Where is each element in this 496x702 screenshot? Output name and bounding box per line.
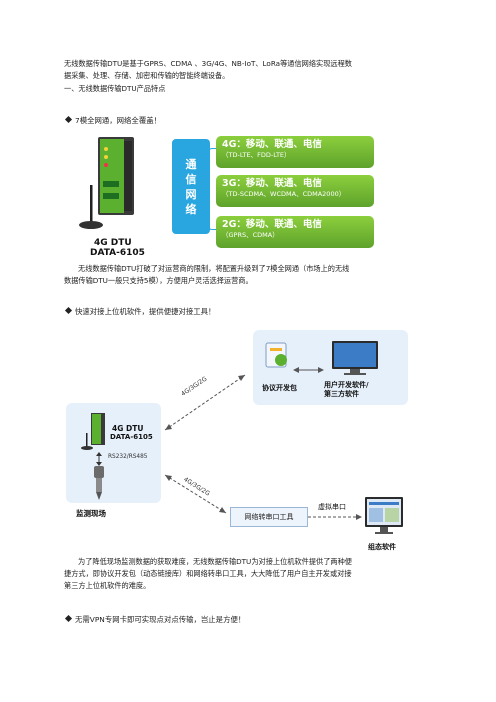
sensor-head [94,466,104,478]
link-to-software [164,374,246,431]
monitor-stand [350,369,360,373]
site-dtu-line-1: 4G DTU [112,424,144,433]
screen-bar [369,502,399,505]
double-arrow-icon [96,452,102,466]
user-software-line-1: 用户开发软件/ [324,381,369,389]
monitor-icon [332,341,378,375]
device-label-line-2: DATA-6105 [90,248,145,258]
feature-1-para-line-1: 无线数据传输DTU打破了对运营商的限制，将配置升级到了7模全网通（市场上的无线 [78,264,350,273]
arrow-head-icon [165,475,172,481]
option-detail: （GPRS、CDMA） [222,231,279,239]
sdk-label: 协议开发包 [262,384,297,392]
net-to-serial-tool-box: 网络转串口工具 [230,507,308,527]
option-title: 2G：移动、联通、电信 [222,219,322,230]
status-led-icon [104,147,108,151]
arrow-head-up [96,452,102,456]
device-label-line-1: 4G DTU [94,238,132,248]
intro-line-1: 无线数据传输DTU是基于GPRS、CDMA 、3G/4G、NB-IoT、LoRa… [64,59,352,68]
option-detail: （TD-LTE、FDD-LTE） [222,151,291,159]
arrow-head-icon [356,514,362,520]
feature-2-bullet: 快速对接上位机软件，提供便捷对接工具！ [64,306,216,317]
section-heading: 一、无线数据传输DTU产品特点 [64,84,166,93]
network-char: 通 [185,158,197,171]
sdk-package-icon [265,342,287,368]
feature-1-para-line-2: 数据传输DTU一般只支持5模），方便用户灵活选择运营商。 [64,276,253,285]
device-front-panel [100,139,124,213]
antenna-base [79,221,103,229]
feature-1-bullet: 7模全网通，网络全覆盖！ [64,115,162,126]
network-option-3g: 3G：移动、联通、电信 （TD-SCDMA、WCDMA、CDMA2000） [216,175,374,207]
option-detail: （TD-SCDMA、WCDMA、CDMA2000） [222,190,346,198]
feature-1-text: 7模全网通，网络全覆盖！ [75,116,162,125]
feature-2-para-line-3: 第三方上位机软件的难度。 [64,581,151,590]
network-label-box: 通 信 网 络 [172,139,210,234]
diamond-bullet-icon [64,614,73,623]
feature-2-para-line-1: 为了降低现场监测数据的获取难度，无线数据传输DTU为对接上位机软件提供了两种便 [78,557,352,566]
feature-3-bullet: 无需VPN专网卡即可实现点对点传输，岂止是方便！ [64,614,246,625]
intro-line-2: 据采集、处理、存储、加密和传输的智能终端设备。 [64,71,230,80]
site-dtu-line-2: DATA-6105 [110,433,153,441]
network-option-4g: 4G：移动、联通、电信 （TD-LTE、FDD-LTE） [216,136,374,168]
site-dtu-image [81,413,105,450]
link-to-net-tool [164,474,227,514]
scada-label: 组态软件 [368,543,396,551]
sensor-tip [96,492,102,500]
dtu-device-image [79,137,134,229]
device-front-panel [92,414,101,444]
device-side [124,141,132,211]
antenna-rod [86,433,88,447]
network-option-2g: 2G：移动、联通、电信 （GPRS、CDMA） [216,216,374,248]
sensor-body [96,478,102,492]
antenna-rod [90,185,93,223]
feature-2-para-line-2: 捷方式，即协议开发包（动态链接库）和网络转串口工具，大大降低了用户自主开发或对接 [64,569,352,578]
feature-2-text: 快速对接上位机软件，提供便捷对接工具！ [75,307,216,316]
screen-panel [385,508,399,522]
sdk-gear [275,354,287,366]
sensor-probe-icon [94,466,104,500]
site-label: 监测现场 [76,509,106,518]
scada-monitor-icon [365,497,403,534]
terminal-block [103,181,119,187]
user-software-line-2: 第三方软件 [324,390,359,398]
feature-3-text: 无需VPN专网卡即可实现点对点传输，岂止是方便！ [75,615,246,624]
monitor-screen [334,343,376,367]
network-bracket [208,148,217,230]
arrow-head-icon [318,367,324,373]
arrow-head-icon [219,507,226,513]
monitor-base [375,532,393,534]
sdk-band [270,348,282,351]
arrow-head-icon [238,375,245,381]
option-title: 3G：移动、联通、电信 [222,178,322,189]
status-led-icon [104,155,108,159]
site-panel [66,403,161,503]
virtual-port-label: 虚拟串口 [318,503,346,511]
monitor-stand [380,527,388,532]
network-char: 信 [185,173,197,186]
terminal-block [103,193,119,199]
arrow-head-down [96,462,102,466]
network-char: 络 [185,203,197,216]
antenna-base [81,446,93,450]
monitor-base [344,373,366,375]
option-title: 4G：移动、联通、电信 [222,139,322,150]
status-led-icon [104,163,108,167]
network-char: 网 [185,188,197,201]
rs-interface-label: RS232/RS485 [108,454,148,460]
arrow-head-icon [293,367,299,373]
arrow-head-icon [165,424,172,430]
screen-panel [369,508,383,522]
